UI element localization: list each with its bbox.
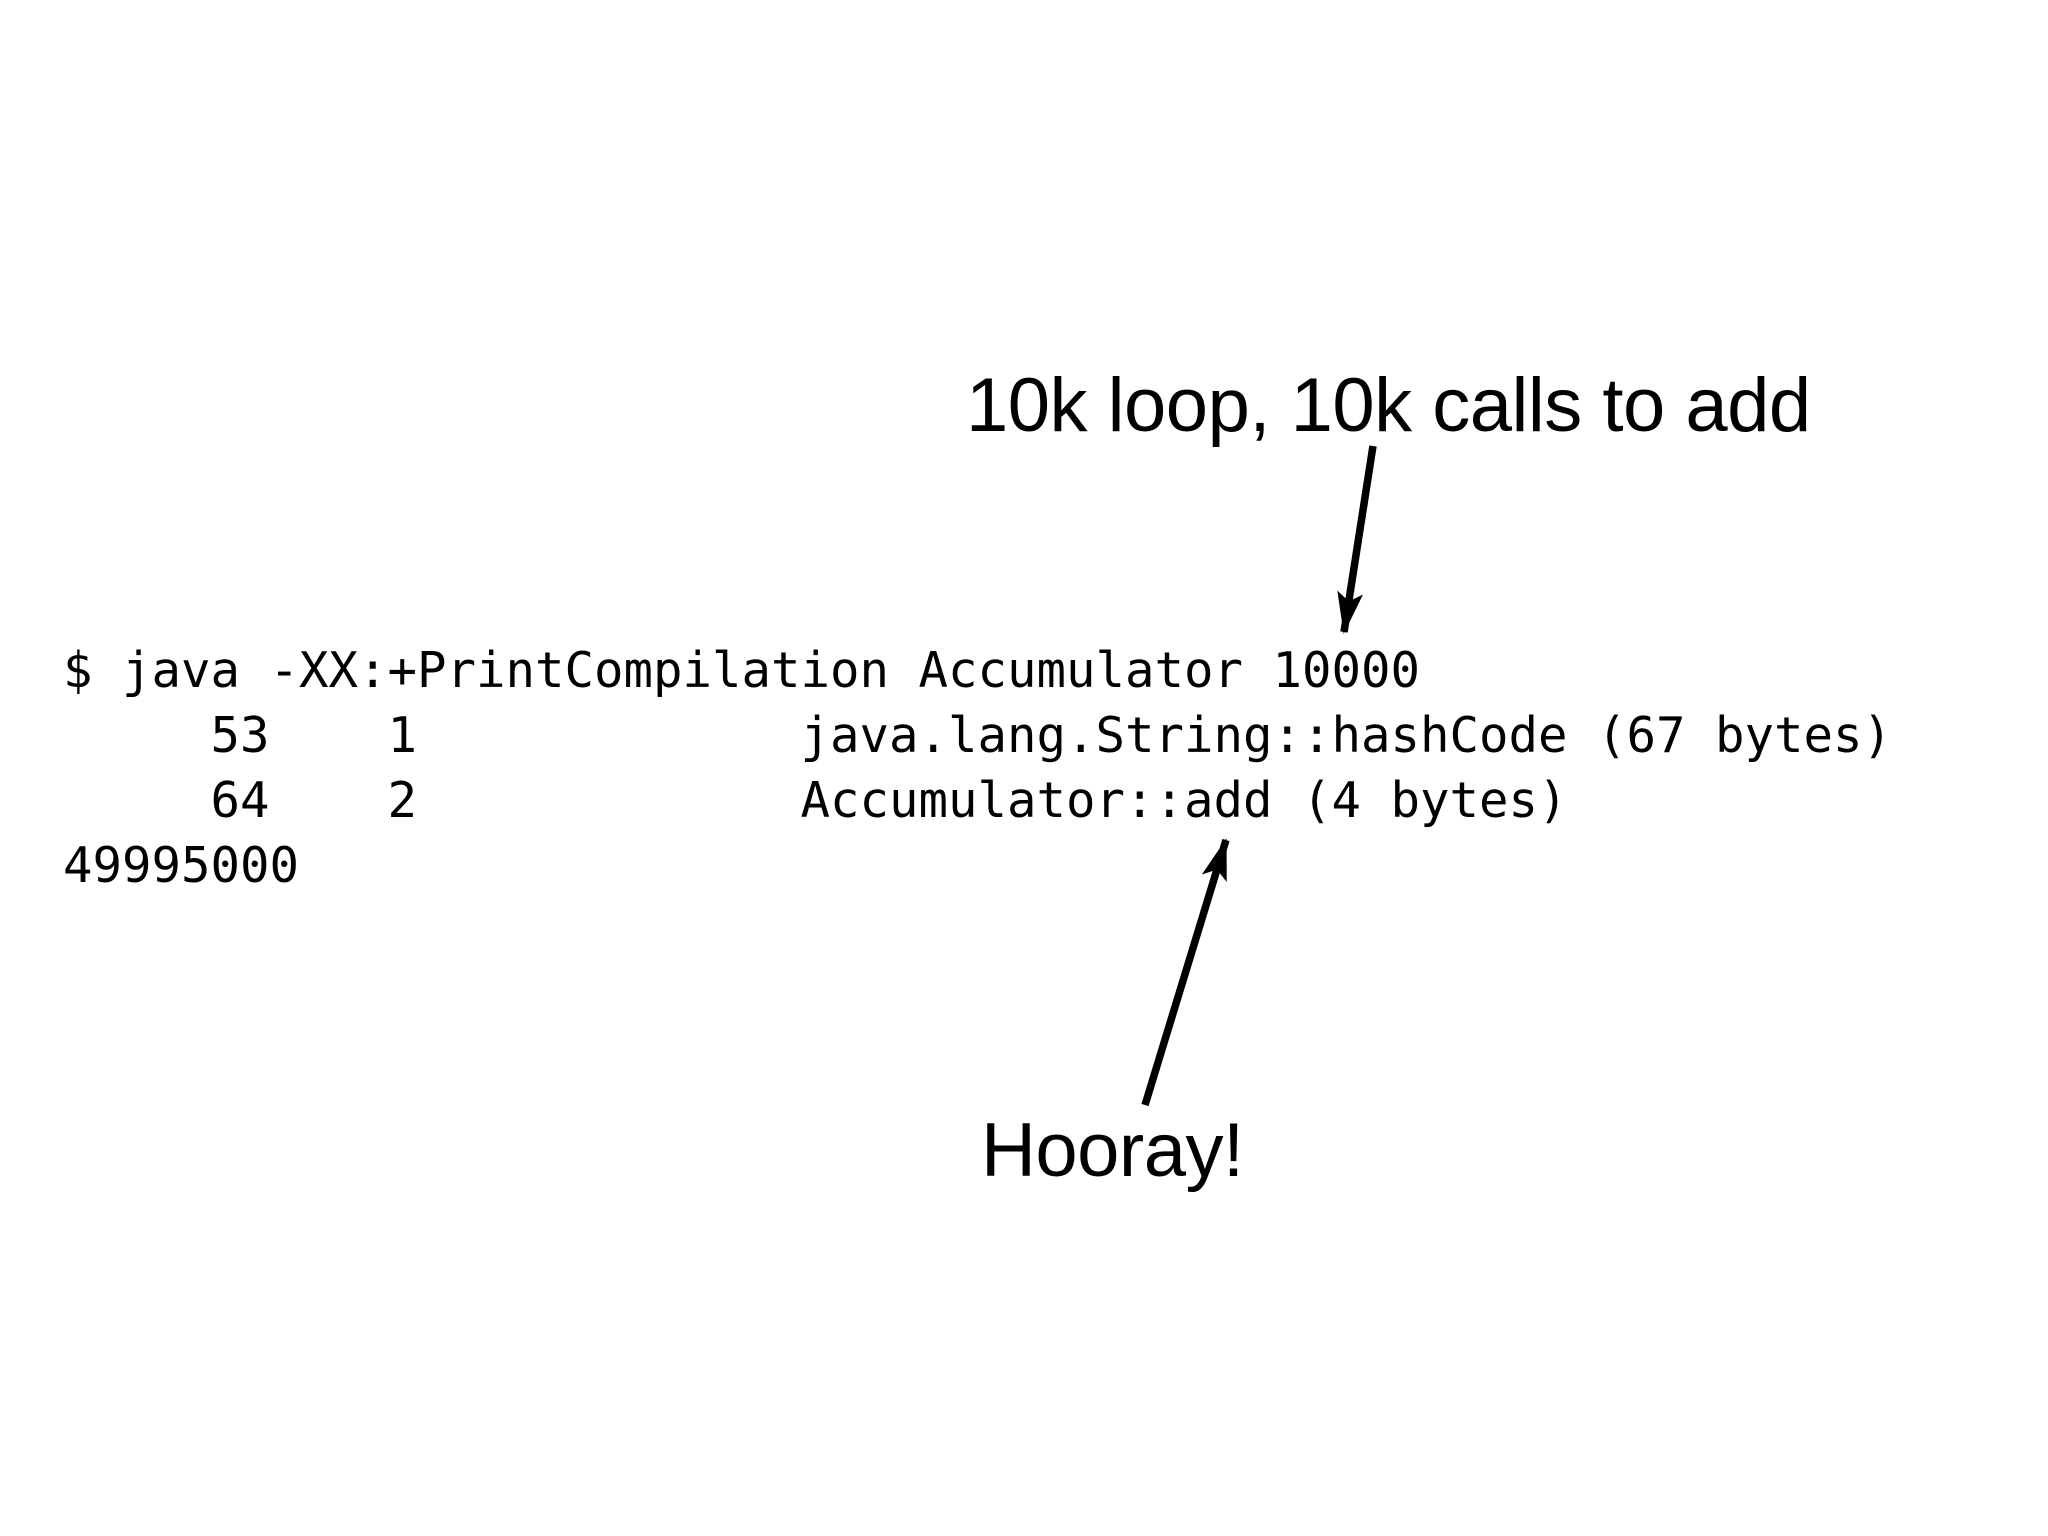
terminal-output: $ java -XX:+PrintCompilation Accumulator… <box>63 638 1892 898</box>
down-arrow-to-10000-icon <box>1337 445 1377 634</box>
terminal-compile-line-hashcode: 53 1 java.lang.String::hashCode (67 byte… <box>63 707 1893 764</box>
loop-annotation-label: 10k loop, 10k calls to add <box>966 363 1811 448</box>
hooray-annotation-label: Hooray! <box>981 1108 1244 1193</box>
terminal-compile-line-add: 64 2 Accumulator::add (4 bytes) <box>63 772 1568 829</box>
terminal-command-line: $ java -XX:+PrintCompilation Accumulator… <box>63 642 1421 699</box>
terminal-result-line: 49995000 <box>63 837 300 894</box>
